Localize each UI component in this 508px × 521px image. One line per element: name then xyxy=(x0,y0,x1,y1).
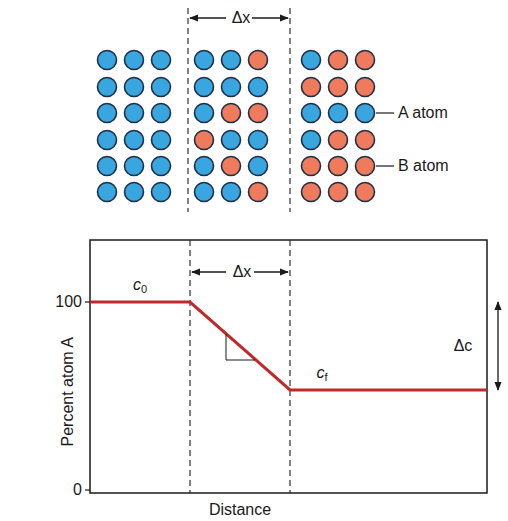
callout-label: A atom xyxy=(398,104,448,122)
b-atom xyxy=(302,157,321,176)
a-atom xyxy=(302,104,321,123)
a-atom xyxy=(125,104,144,123)
concentration-profile xyxy=(90,302,487,390)
a-atom xyxy=(125,131,144,150)
leader-line xyxy=(376,165,394,166)
dimension-label: Δc xyxy=(454,337,473,355)
axis-tick-label: 0 xyxy=(73,481,82,499)
a-atom xyxy=(249,131,268,150)
a-atom xyxy=(222,51,241,70)
b-atom xyxy=(329,51,348,70)
a-atom xyxy=(152,183,171,202)
dimension-label: Δx xyxy=(230,9,253,27)
b-atom xyxy=(329,157,348,176)
a-atom xyxy=(302,51,321,70)
concentration-label: cf xyxy=(316,364,327,383)
b-atom xyxy=(302,183,321,202)
dimension-arrow xyxy=(254,271,288,272)
b-atom xyxy=(329,78,348,97)
a-atom xyxy=(152,104,171,123)
b-atom xyxy=(222,104,241,123)
slope-triangle xyxy=(226,334,255,360)
boundary-line xyxy=(289,240,290,493)
b-atom xyxy=(356,131,375,150)
a-atom xyxy=(222,78,241,97)
tick xyxy=(85,301,90,302)
dimension-arrow xyxy=(497,346,498,390)
atom-grid xyxy=(98,51,375,202)
a-atom xyxy=(152,78,171,97)
a-atom xyxy=(302,131,321,150)
b-atom xyxy=(249,183,268,202)
a-atom xyxy=(195,157,214,176)
b-atom xyxy=(302,78,321,97)
dimension-arrow xyxy=(192,271,226,272)
leader-line xyxy=(376,112,394,113)
a-atom xyxy=(125,157,144,176)
a-atom xyxy=(329,104,348,123)
b-atom xyxy=(356,78,375,97)
boundary-line xyxy=(189,240,190,493)
b-atom xyxy=(356,51,375,70)
a-atom xyxy=(125,78,144,97)
b-atom xyxy=(222,157,241,176)
a-atom xyxy=(125,183,144,202)
dimension-arrow xyxy=(252,17,288,18)
a-atom xyxy=(98,104,117,123)
callout-label: B atom xyxy=(398,157,449,175)
a-atom xyxy=(249,78,268,97)
dimension-arrow xyxy=(190,17,226,18)
a-atom xyxy=(125,51,144,70)
axis-title: Percent atom A xyxy=(59,337,77,446)
b-atom xyxy=(195,131,214,150)
axis-tick-label: 100 xyxy=(55,293,82,311)
chart-frame xyxy=(90,240,487,493)
a-atom xyxy=(98,51,117,70)
a-atom xyxy=(195,78,214,97)
concentration-label: c0 xyxy=(133,276,147,295)
a-atom xyxy=(98,78,117,97)
b-atom xyxy=(249,104,268,123)
boundary-line xyxy=(289,8,290,212)
b-atom xyxy=(356,183,375,202)
a-atom xyxy=(98,157,117,176)
dimension-arrow xyxy=(497,302,498,346)
a-atom xyxy=(98,131,117,150)
a-atom xyxy=(222,183,241,202)
a-atom xyxy=(98,183,117,202)
a-atom xyxy=(152,157,171,176)
a-atom xyxy=(152,51,171,70)
a-atom xyxy=(195,183,214,202)
boundary-line xyxy=(187,8,188,212)
a-atom xyxy=(152,131,171,150)
axis-title: Distance xyxy=(209,501,271,519)
b-atom xyxy=(249,51,268,70)
b-atom xyxy=(356,157,375,176)
dimension-label: Δx xyxy=(231,263,254,281)
tick xyxy=(85,489,90,490)
a-atom xyxy=(249,157,268,176)
b-atom xyxy=(329,183,348,202)
a-atom xyxy=(222,131,241,150)
a-atom xyxy=(195,51,214,70)
a-atom xyxy=(195,104,214,123)
a-atom xyxy=(356,104,375,123)
b-atom xyxy=(329,131,348,150)
